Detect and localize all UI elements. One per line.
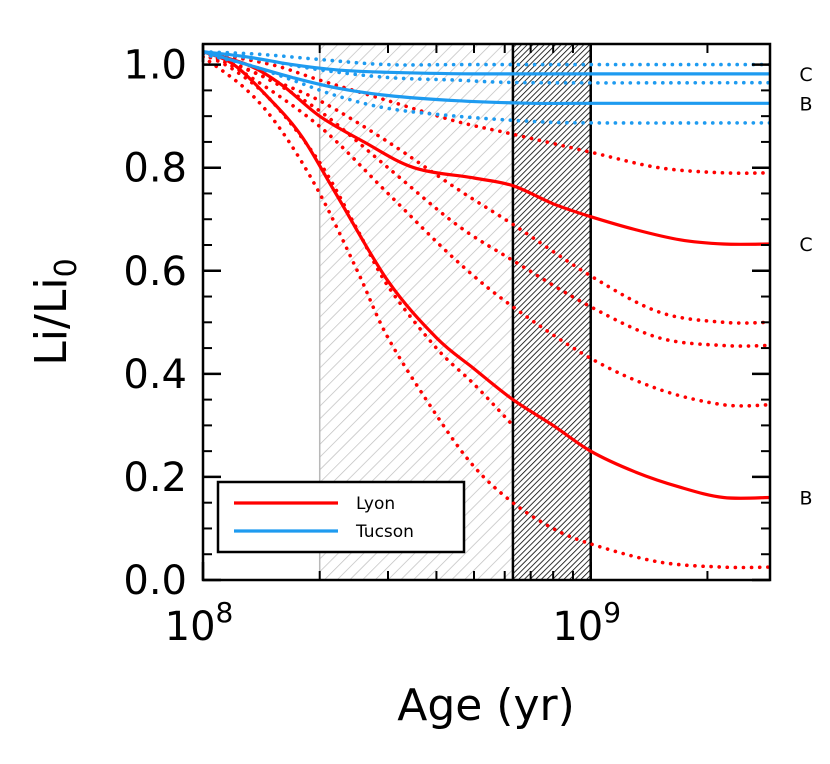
y-tick-label: 0.4 bbox=[123, 352, 187, 398]
y-tick-label: 0.2 bbox=[123, 455, 187, 501]
lyon-dotted-series-5 bbox=[203, 49, 770, 348]
y-tick-label: 0.8 bbox=[123, 146, 187, 192]
x-tick-label-exponent: 8 bbox=[216, 596, 234, 629]
x-axis-title: Age (yr) bbox=[397, 680, 575, 731]
x-tick-label: 108 bbox=[165, 596, 234, 650]
y-axis-title-subscript: 0 bbox=[49, 258, 84, 277]
plot-frame bbox=[201, 42, 772, 582]
x-tick-label-base: 10 bbox=[165, 604, 216, 650]
y-tick-label: 0.6 bbox=[123, 249, 187, 295]
series-end-label: C bbox=[799, 64, 812, 86]
tucson-solid-series-10 bbox=[203, 50, 770, 106]
x-tick-label: 109 bbox=[552, 596, 621, 650]
tucson-dotted-series-11 bbox=[203, 49, 770, 67]
legend-label-lyon: Lyon bbox=[356, 494, 395, 514]
lyon-dotted-series-8 bbox=[203, 52, 515, 428]
y-tick-label: 0.0 bbox=[123, 558, 187, 604]
y-tick-label: 1.0 bbox=[123, 43, 187, 89]
series-end-label: B bbox=[799, 488, 812, 510]
lyon-solid-series-2 bbox=[203, 50, 770, 500]
series-end-label: C bbox=[799, 234, 812, 256]
lyon-dotted-series-3 bbox=[203, 49, 770, 175]
tucson-dotted-series-13 bbox=[203, 52, 770, 125]
tucson-dotted-series-12 bbox=[203, 49, 770, 85]
series-lines bbox=[203, 49, 770, 570]
legend-box bbox=[216, 480, 466, 554]
y-axis-title-group: Li/Li0 bbox=[26, 258, 84, 365]
x-tick-label-base: 10 bbox=[552, 604, 603, 650]
x-tick-label-exponent: 9 bbox=[603, 596, 621, 629]
tucson-solid-series-9 bbox=[203, 50, 770, 76]
series-end-label: B bbox=[799, 93, 812, 115]
legend-label-tucson: Tucson bbox=[355, 522, 414, 542]
y-axis-title-main: Li/Li bbox=[26, 277, 77, 365]
shaded-region-2 bbox=[512, 44, 591, 580]
y-axis-title: Li/Li0 bbox=[26, 258, 84, 365]
